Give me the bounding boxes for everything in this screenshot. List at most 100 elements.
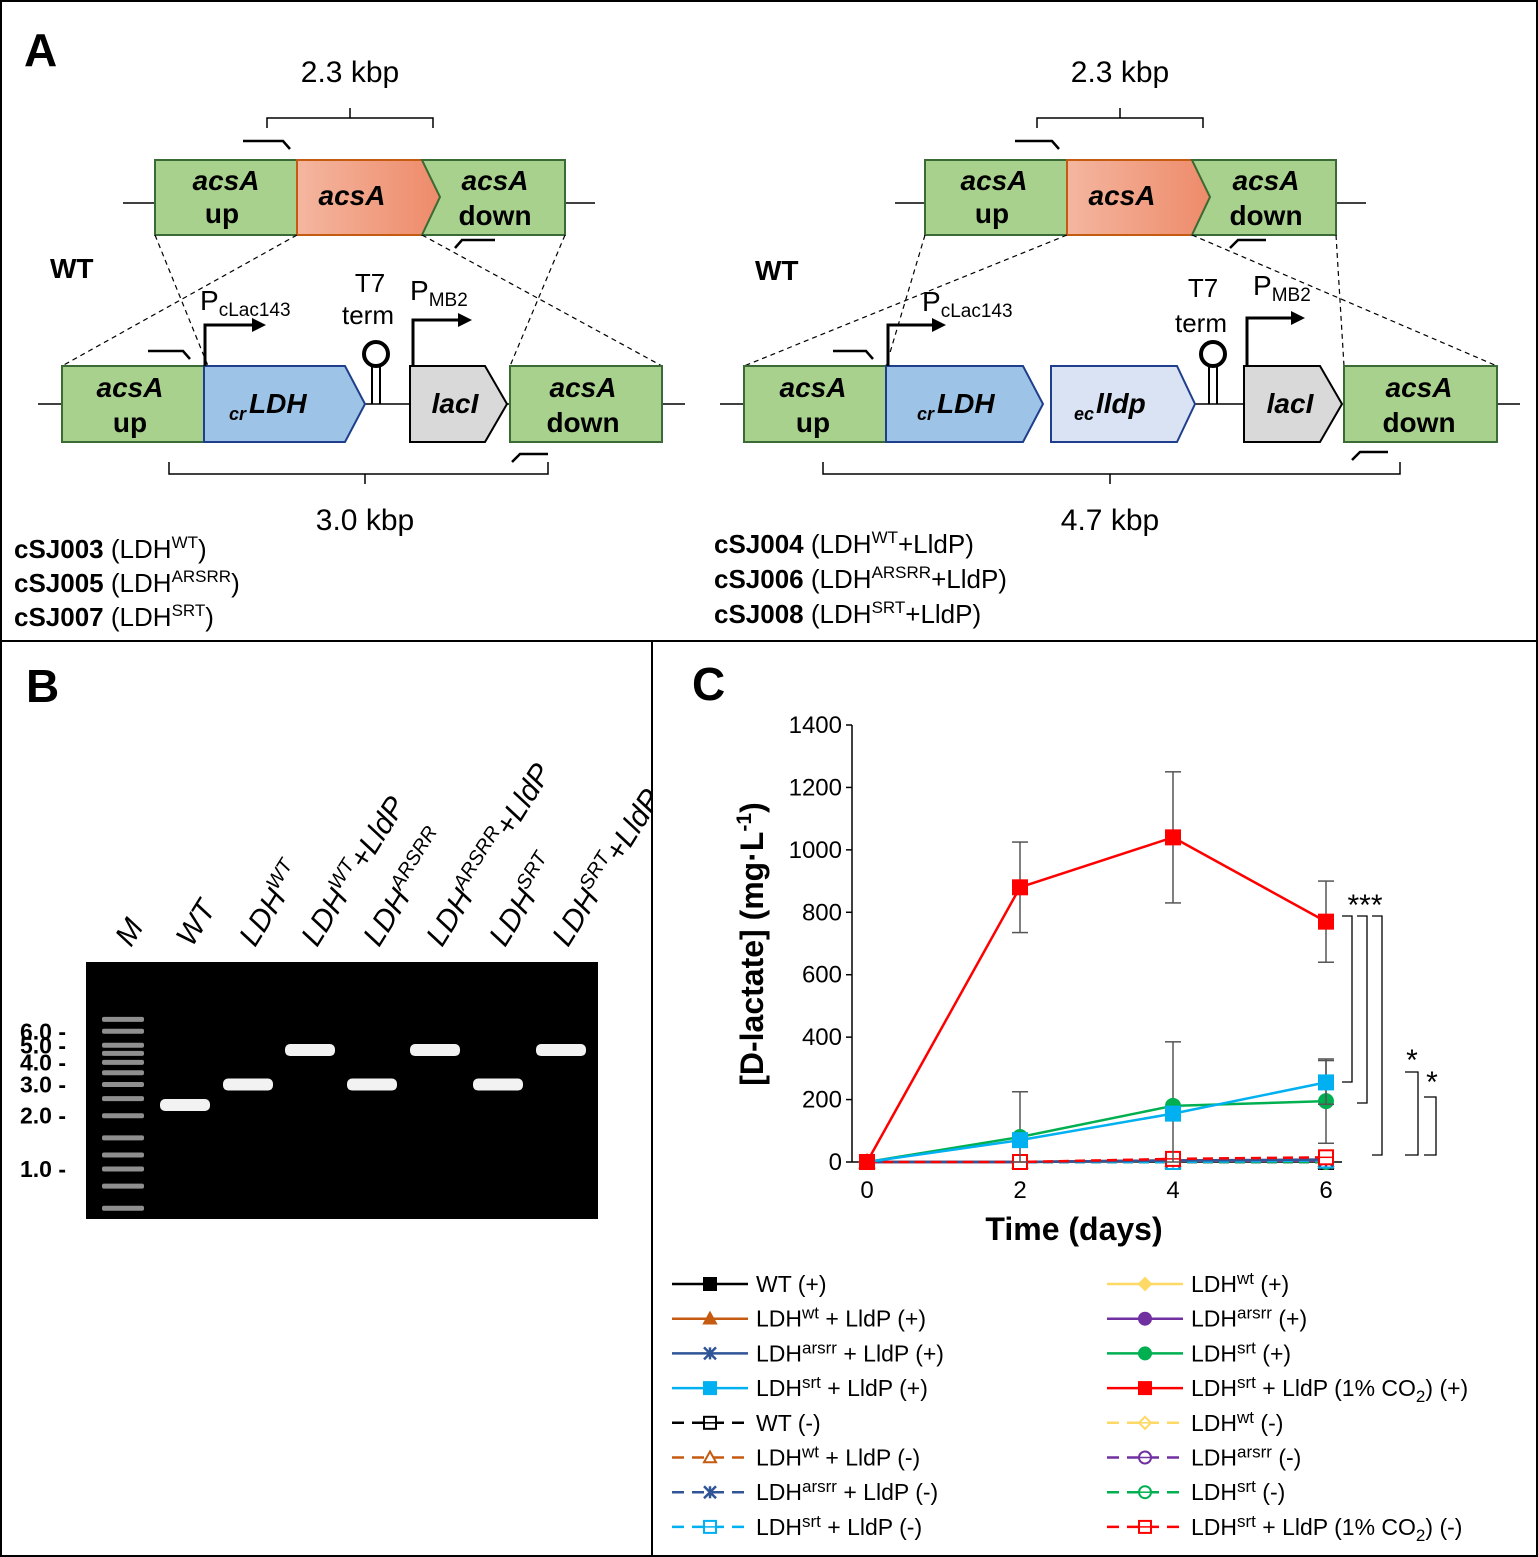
gene-laci-label: lacI xyxy=(432,388,480,419)
y-tick-label: 600 xyxy=(802,962,842,989)
promoter-arrow-1 xyxy=(203,323,255,366)
gene-crldh xyxy=(885,365,1045,443)
gene-acsa-down-label: acsA xyxy=(1233,165,1300,196)
ladder-band xyxy=(102,1096,144,1102)
x-axis-title: Time (days) xyxy=(985,1211,1162,1247)
marker-label: 3.0 - xyxy=(20,1072,66,1098)
gene-acsa-label: acsA xyxy=(319,180,386,211)
legend-label: LDHarsrr (+) xyxy=(1191,1304,1307,1332)
legend-label: LDHsrt + LldP (-) xyxy=(756,1512,922,1540)
terminator-label-1: T7 xyxy=(1188,273,1218,303)
construct-right: 2.3 kbp acsA up acsA acsA down WT acsA u… xyxy=(714,56,1520,629)
ladder-band xyxy=(102,1059,144,1065)
primer-reverse xyxy=(1229,238,1266,249)
significance-bracket xyxy=(1342,915,1353,1083)
gene-acsa-up-label2: up xyxy=(975,198,1009,229)
strain-cSJ008: cSJ008 (LDHSRT+LldP) xyxy=(714,598,981,629)
panel-c-letter: C xyxy=(692,658,725,710)
promoter-arrowhead-1 xyxy=(932,318,946,332)
legend-item: LDHarsrr (+) xyxy=(1107,1304,1307,1332)
wt-label-right: WT xyxy=(755,255,799,286)
dashed-connector xyxy=(421,234,663,367)
gene-crldh-label: LDH xyxy=(937,388,995,419)
wt-label-left: WT xyxy=(50,253,94,284)
gene-acsa-up xyxy=(154,159,298,236)
significance-marker: * xyxy=(1426,1066,1438,1099)
promoter-arrowhead-2 xyxy=(1291,311,1305,325)
gene-acsa-label: acsA xyxy=(1089,180,1156,211)
chart-legend: WT (+)LDHwt (+)LDHwt + LldP (+)LDHarsrr … xyxy=(672,1269,1468,1545)
promoter-arrow-2 xyxy=(1245,316,1294,366)
legend-item: LDHwt + LldP (-) xyxy=(672,1443,920,1471)
legend-item: LDHarsrr + LldP (+) xyxy=(672,1338,944,1366)
promoter-2-label: PMB2 xyxy=(410,275,468,311)
significance-bracket xyxy=(1424,1096,1437,1156)
data-point xyxy=(702,1310,718,1325)
gene-acsa-up-label: acsA xyxy=(97,372,164,403)
ladder-band xyxy=(102,1205,144,1211)
dashed-connector xyxy=(885,234,926,367)
bottom-bracket-left-label: 3.0 kbp xyxy=(316,504,414,537)
ladder-band xyxy=(102,1070,144,1076)
y-tick-label: 1000 xyxy=(789,837,842,864)
gene-acsa-up-label: acsA xyxy=(780,372,847,403)
primer-forward xyxy=(1015,139,1060,150)
top-bracket-right xyxy=(1036,108,1204,128)
ladder-band xyxy=(102,1113,144,1119)
ladder-band xyxy=(102,1135,144,1141)
gene-acsa-down-label: acsA xyxy=(1386,372,1453,403)
promoter-1-label: PcLac143 xyxy=(922,286,1013,322)
promoter-1-label: PcLac143 xyxy=(200,285,291,321)
ladder-band xyxy=(102,1082,144,1088)
marker-label: 5.0 - xyxy=(20,1032,66,1058)
marker-labels: 6.0 -5.0 -4.0 -3.0 -2.0 -1.0 - xyxy=(20,1018,66,1182)
legend-item: WT (+) xyxy=(672,1271,826,1297)
gene-acsa-up-label: acsA xyxy=(193,165,260,196)
gene-ecllDP-prefix: ec xyxy=(1074,404,1094,424)
marker-label: 2.0 - xyxy=(20,1103,66,1129)
x-tick-label: 2 xyxy=(1013,1177,1026,1204)
significance-bracket xyxy=(1405,1071,1419,1156)
x-tick-label: 0 xyxy=(860,1177,873,1204)
primer-reverse xyxy=(454,238,495,249)
marker-label: 1.0 - xyxy=(20,1156,66,1182)
terminator-label-2: term xyxy=(1175,308,1227,338)
terminator-left xyxy=(362,340,390,404)
legend-item: LDHsrt + LldP (+) xyxy=(672,1373,928,1401)
bottom-bracket-right xyxy=(822,462,1401,484)
primer-reverse xyxy=(511,452,548,463)
gel-band xyxy=(347,1078,397,1091)
x-tick-label: 4 xyxy=(1166,1177,1179,1204)
legend-label: LDHarsrr (-) xyxy=(1191,1443,1301,1471)
data-point xyxy=(1138,1381,1152,1396)
ladder-band xyxy=(102,1166,144,1172)
dashed-connector xyxy=(743,234,1068,367)
data-point xyxy=(703,1346,717,1361)
gene-acsa-up xyxy=(61,365,205,443)
strain-cSJ007: cSJ007 (LDHSRT) xyxy=(14,601,214,632)
ladder-band xyxy=(102,1050,144,1056)
gel-ladder xyxy=(102,1016,144,1211)
series-path xyxy=(865,836,1327,1163)
terminator-label-2: term xyxy=(342,300,394,330)
primer-reverse xyxy=(1351,450,1388,461)
primer-forward xyxy=(833,349,874,360)
legend-label: LDHsrt (+) xyxy=(1191,1338,1291,1366)
y-tick-label: 800 xyxy=(802,899,842,926)
bottom-bracket-left xyxy=(168,462,549,484)
y-tick-label: 400 xyxy=(802,1024,842,1051)
legend-item: LDHwt (-) xyxy=(1107,1408,1283,1436)
ladder-band xyxy=(102,1016,144,1022)
gene-laci xyxy=(1243,365,1344,443)
legend-label: LDHsrt + LldP (1% CO2) (+) xyxy=(1191,1373,1468,1406)
legend-label: LDHwt (+) xyxy=(1191,1269,1289,1297)
terminator-right xyxy=(1199,340,1227,404)
gene-acsa-down xyxy=(1343,365,1498,443)
primer-forward xyxy=(148,349,191,360)
dashed-connector xyxy=(1191,234,1498,367)
marker-label: 4.0 - xyxy=(20,1049,66,1075)
top-bracket-left-label: 2.3 kbp xyxy=(301,56,399,89)
ladder-band xyxy=(102,1152,144,1158)
